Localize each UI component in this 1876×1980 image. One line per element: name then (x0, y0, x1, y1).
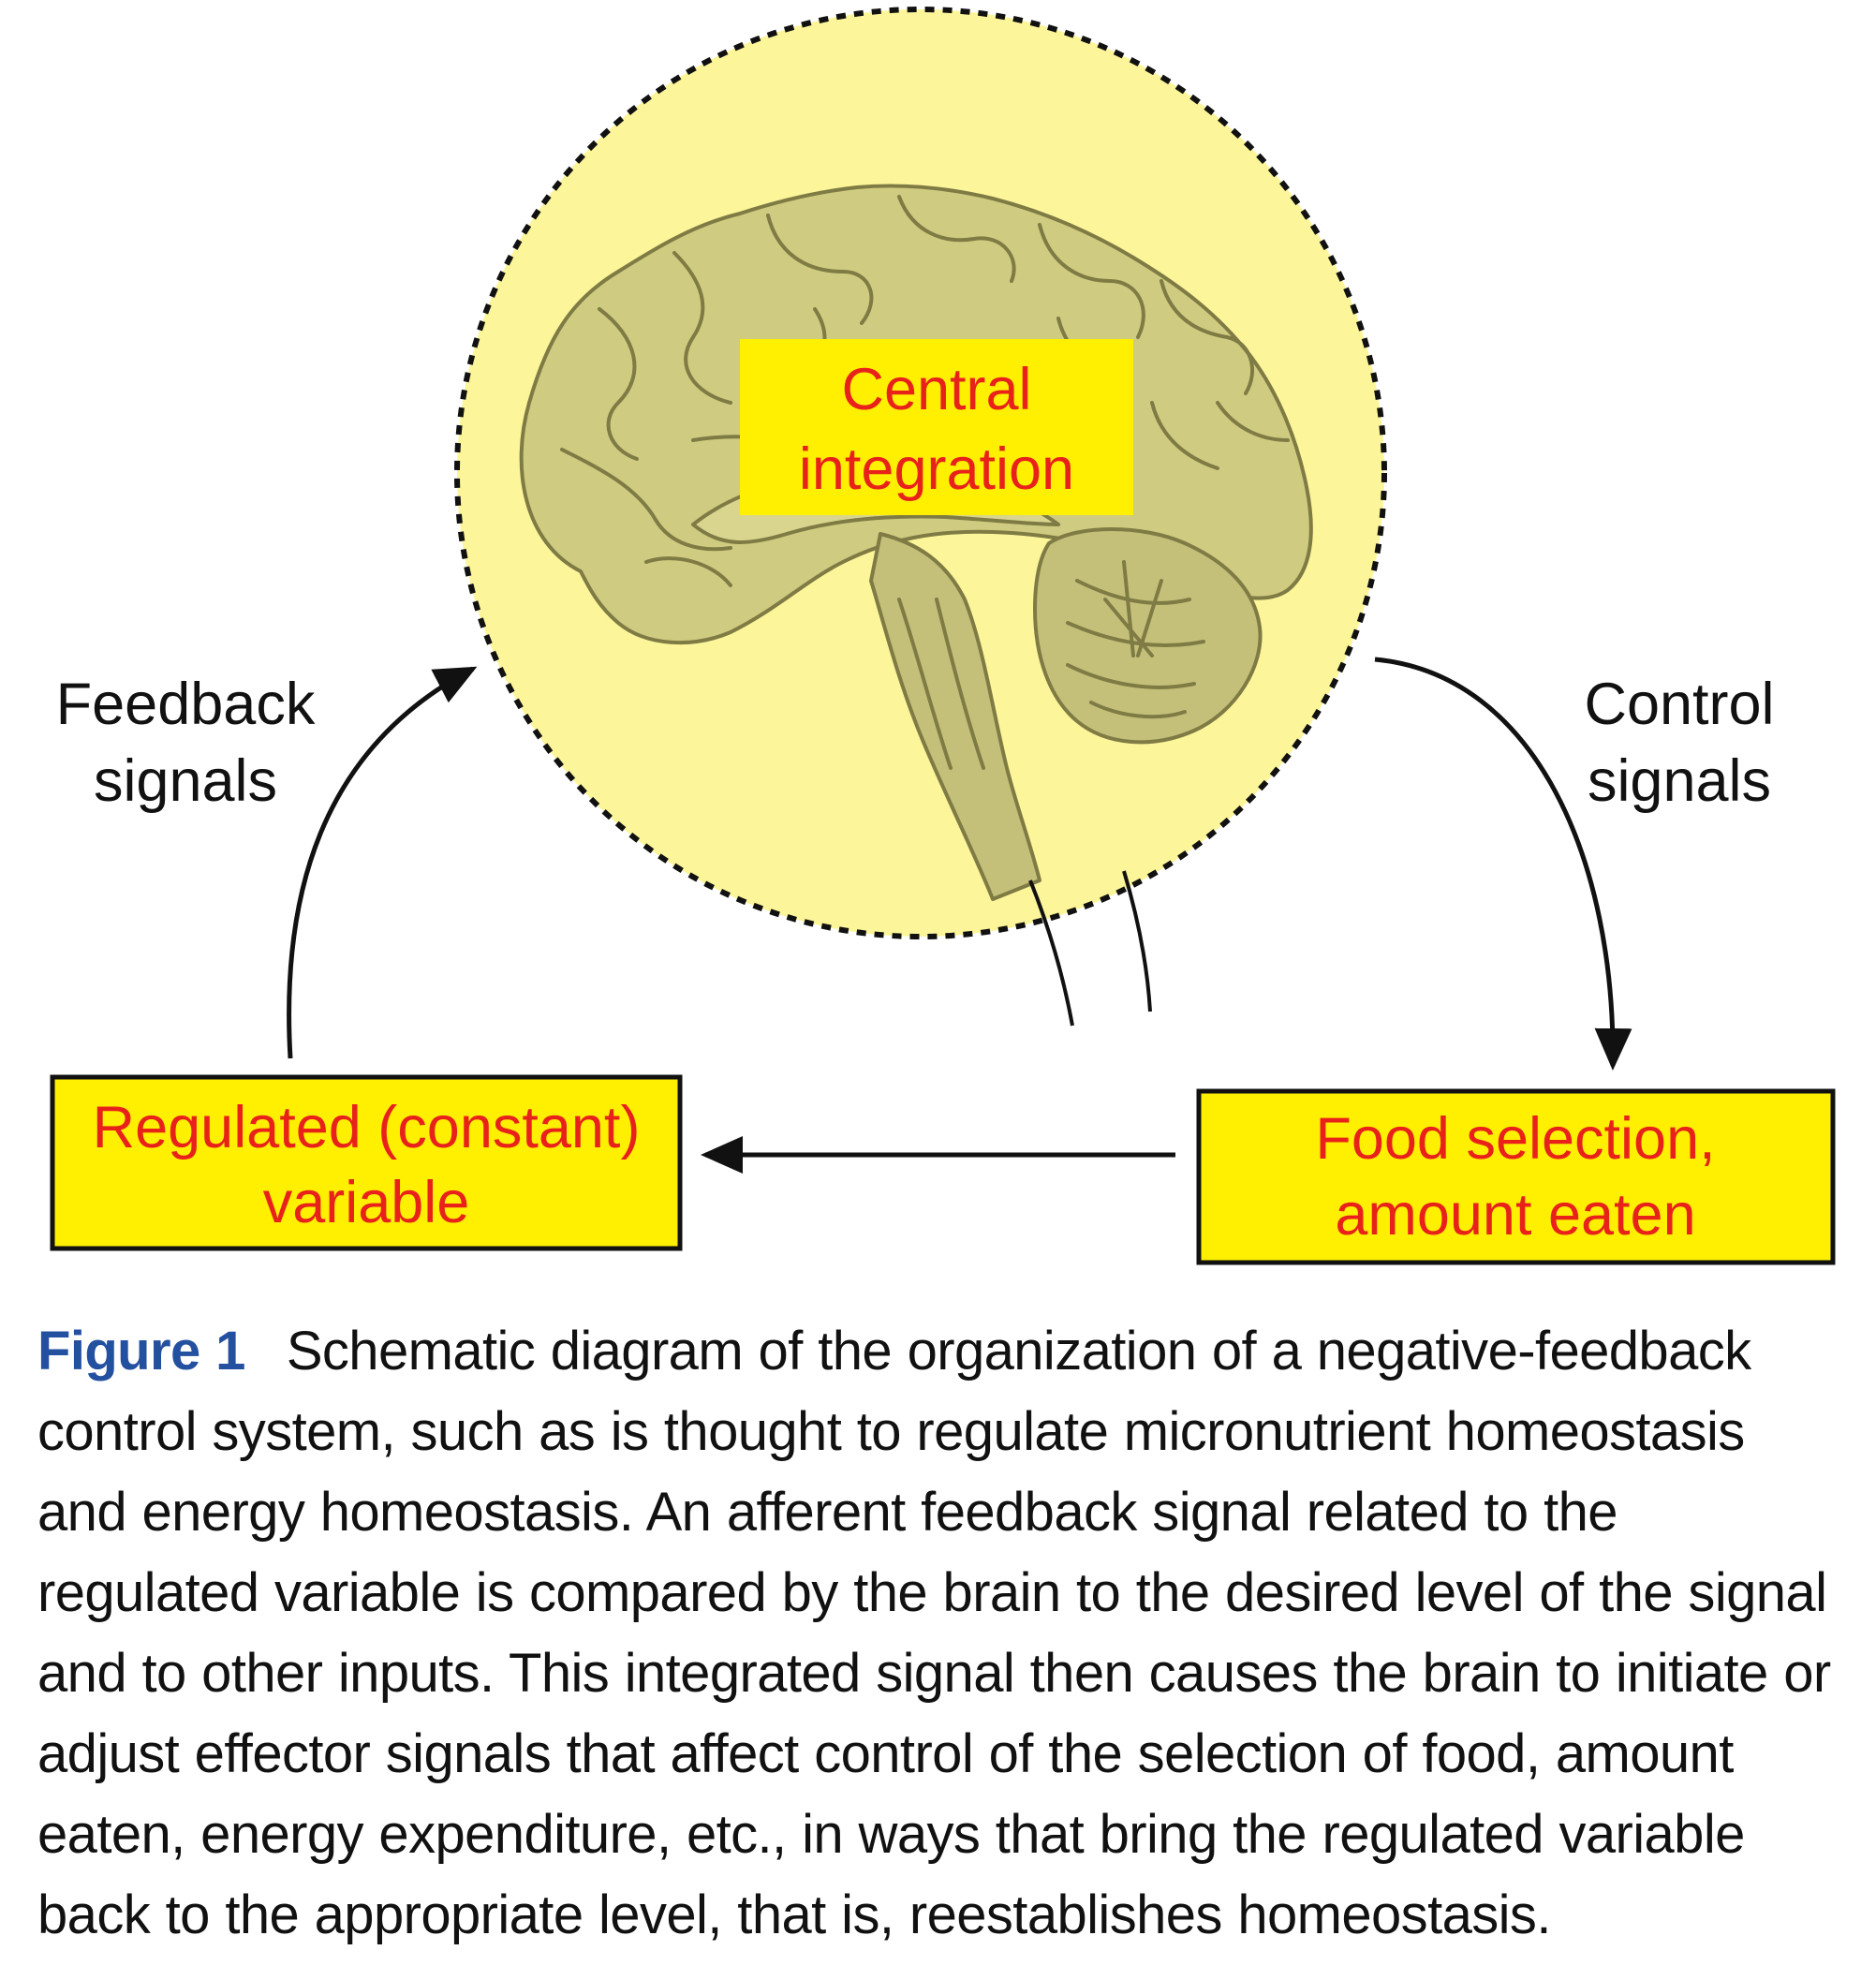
feedback-signals-line1: Feedback (56, 672, 316, 737)
food-selection-box (1196, 1088, 1836, 1265)
food-selection-line1: Food selection, (1315, 1106, 1715, 1172)
caption-text: Schematic diagram of the organization of… (37, 1321, 1831, 1945)
control-signals-line1: Control (1584, 672, 1774, 737)
regulated-variable-line2: variable (263, 1170, 470, 1235)
control-signals-line2: signals (1588, 748, 1771, 814)
control-arrow (1374, 657, 1632, 1071)
central-integration-line2: integration (799, 436, 1074, 502)
figure-label: Figure 1 (37, 1321, 245, 1382)
central-integration-line1: Central (841, 357, 1031, 422)
spinal-cord-line-right (1122, 870, 1152, 1012)
feedback-arrow (287, 666, 478, 1059)
central-integration-box (740, 339, 1133, 515)
spinal-cord-line-left (1028, 879, 1074, 1027)
feedback-signals-line2: signals (94, 748, 277, 814)
food-selection-line2: amount eaten (1335, 1182, 1695, 1248)
regulated-variable-box (50, 1074, 683, 1251)
feedback-diagram: Central integration Feedback signals Con… (50, 7, 1836, 1265)
regulated-variable-line1: Regulated (constant) (93, 1095, 641, 1160)
